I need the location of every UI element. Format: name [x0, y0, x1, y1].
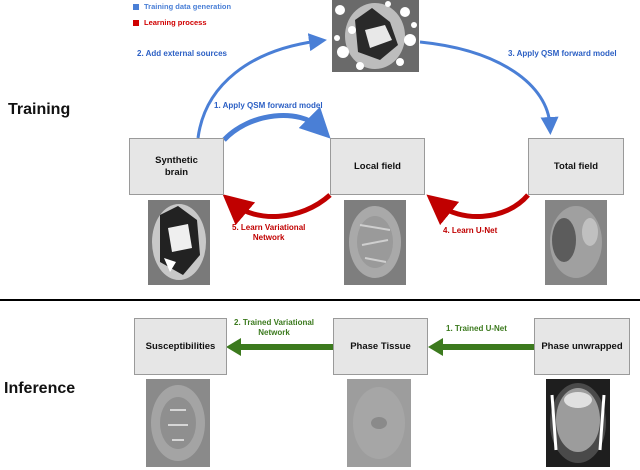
thumb-susceptibility-map — [146, 379, 210, 467]
node-synthetic-brain: Synthetic brain — [129, 138, 224, 195]
legend-label: Training data generation — [144, 2, 232, 11]
node-label: Synthetic brain — [155, 154, 198, 178]
section-divider — [0, 299, 640, 301]
thumb-phase-tissue — [347, 379, 411, 467]
legend-item-learning: Learning process — [133, 18, 207, 27]
node-label: Phase Tissue — [350, 340, 411, 352]
thumb-synthetic-brain-with-sources — [332, 0, 419, 72]
edge-label-1: 1. Apply QSM forward model — [214, 101, 323, 110]
thumb-synthetic-brain — [148, 200, 210, 285]
node-label: Susceptibilities — [145, 340, 216, 352]
node-label: Local field — [354, 160, 401, 172]
node-phase-tissue: Phase Tissue — [333, 318, 428, 375]
edge-label-4: 4. Learn U-Net — [443, 226, 498, 235]
node-label: Total field — [553, 160, 599, 172]
legend-swatch-blue — [133, 3, 139, 10]
node-label: Phase unwrapped — [541, 340, 623, 352]
inference-edge-label-2: 2. Trained Variational Network — [234, 318, 315, 337]
thumb-local-field — [344, 200, 406, 285]
node-phase-unwrapped: Phase unwrapped — [534, 318, 630, 375]
arrow-apply-qsm-total — [419, 40, 559, 135]
arrow-learn-unet — [426, 193, 530, 226]
node-susceptibilities: Susceptibilities — [134, 318, 227, 375]
edge-label-2: 2. Add external sources — [137, 49, 227, 58]
section-title-inference: Inference — [4, 380, 76, 397]
edge-label-3: 3. Apply QSM forward model — [508, 49, 617, 58]
thumb-phase-unwrapped — [546, 379, 610, 467]
arrow-add-external-sources — [196, 33, 327, 139]
legend-swatch-red — [133, 19, 139, 26]
node-total-field: Total field — [528, 138, 624, 195]
section-title-training: Training — [8, 101, 71, 118]
edge-label-5: 5. Learn Variational Network — [232, 223, 306, 242]
thumb-total-field — [545, 200, 607, 285]
arrow-learn-variational-network — [222, 193, 332, 226]
inference-edge-label-1: 1. Trained U-Net — [446, 324, 507, 333]
legend-item-training-data: Training data generation — [133, 2, 231, 11]
arrow-apply-qsm-local — [222, 106, 331, 142]
node-local-field: Local field — [330, 138, 425, 195]
legend-label: Learning process — [144, 18, 207, 27]
